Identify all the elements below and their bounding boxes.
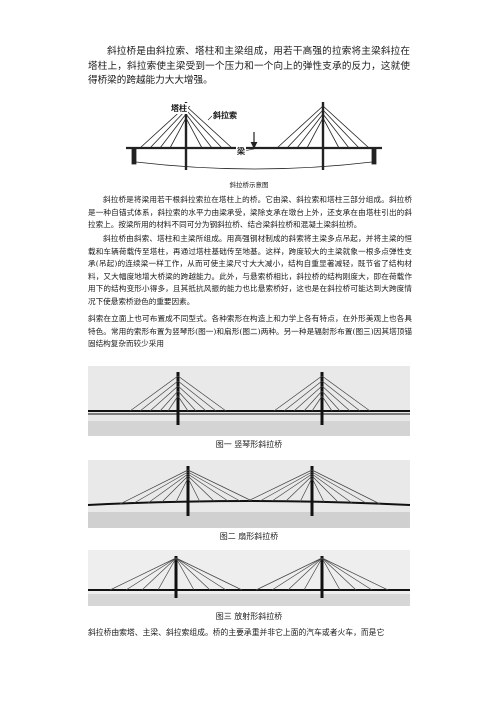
figure-1-caption: 图一 竖琴形斜拉桥 — [215, 440, 283, 449]
label-cable: 斜拉索 — [212, 110, 238, 121]
tail-paragraph: 斜拉桥由索塔、主梁、斜拉索组成。桥的主要承重并非它上面的汽车或者火车，而是它 — [88, 628, 385, 637]
arrangement-paragraph: 斜索在立面上也可布置成不同型式。各种索形在构造上和力学上各有特点，在外形美观上也… — [88, 314, 412, 349]
label-beam: 梁 — [236, 146, 246, 157]
figure-3-caption: 图三 放射形斜拉桥 — [215, 612, 283, 621]
intro-paragraph: 斜拉桥是由斜拉索、塔柱和主梁组成，用若干高强的拉索将主梁斜拉在塔柱上，斜拉索使主… — [88, 46, 410, 87]
label-tower: 塔柱 — [170, 103, 188, 114]
body-paragraph-2: 斜拉桥由斜索、塔柱和主梁所组成。用高强钢材制成的斜索将主梁多点吊起，并将主梁的恒… — [88, 234, 412, 306]
figure-2-caption: 图二 扇形斜拉桥 — [219, 532, 279, 541]
body-paragraph-1: 斜拉桥是将梁用若干根斜拉索拉在塔柱上的桥。它由梁、斜拉索和塔柱三部分组成。斜拉桥… — [88, 195, 412, 230]
diagram-caption: 斜拉桥示意图 — [229, 181, 269, 189]
